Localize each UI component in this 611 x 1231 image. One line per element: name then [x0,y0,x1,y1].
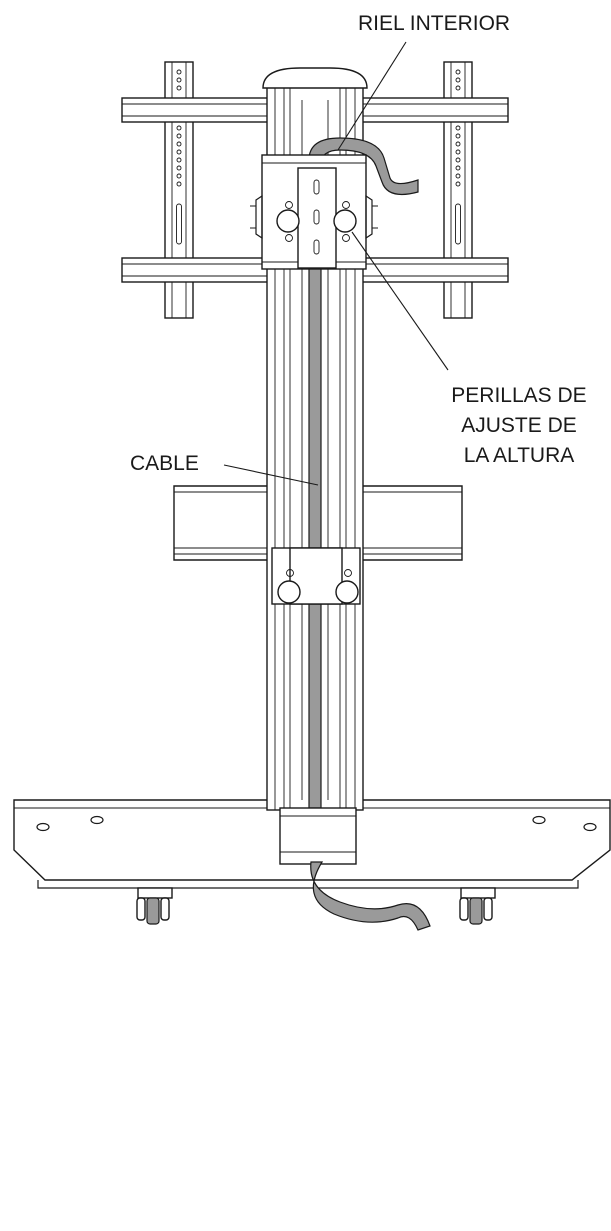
base-hole [532,815,546,825]
column-top-cap [262,67,368,89]
column-foot [279,807,357,865]
base-hole [36,822,50,832]
leader-cable [223,464,319,486]
rail-holes-right [455,69,461,245]
height-knob-top-right [333,201,357,242]
label-height-knobs-line2: AJUSTE DE [461,414,577,437]
leader-height-knobs [351,231,449,371]
label-cable: CABLE [130,452,199,475]
label-inner-rail: RIEL INTERIOR [358,12,510,35]
caster-left [136,887,173,925]
slot [313,239,320,255]
cable-exit [310,861,431,931]
base-hole [90,815,104,825]
base-hole [583,822,597,832]
carriage-plate [250,154,378,270]
caster-right [459,887,496,925]
slot [313,179,320,195]
label-height-knobs-line3: LA ALTURA [464,444,575,467]
leader-inner-rail [337,41,407,151]
height-knob-top-left [276,201,300,242]
label-height-knobs-line1: PERILLAS DE [451,384,586,407]
rail-holes-left [176,69,182,245]
shelf-knob-left [277,569,301,604]
shelf-knob-right [335,569,359,604]
slot [313,209,320,225]
